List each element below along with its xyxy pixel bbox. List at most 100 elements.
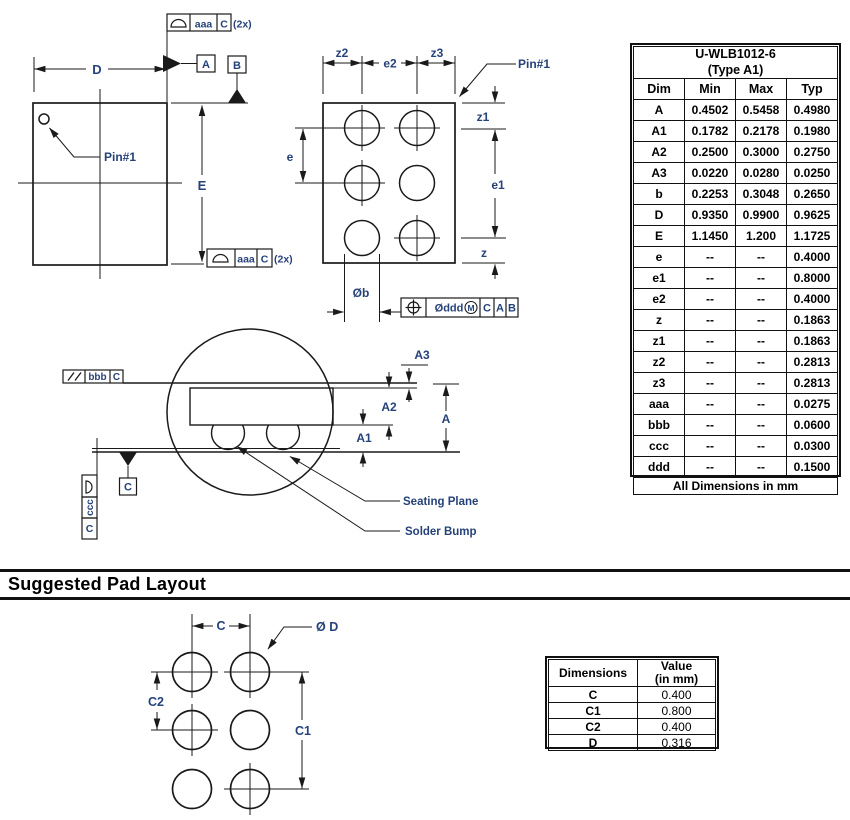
pin1-marker bbox=[38, 113, 50, 125]
ball-view: z2 e2 z3 Pin#1 z1 e1 z bbox=[287, 46, 550, 322]
fcf-pos-datum-3: B bbox=[508, 303, 516, 315]
datum-a-triangle bbox=[163, 55, 181, 72]
pin1-label: Pin#1 bbox=[518, 57, 550, 71]
pad-header-value-line1: Value bbox=[660, 659, 693, 673]
pad-layout-drawing: C Ø D C2 C1 bbox=[148, 614, 338, 815]
section-divider-top bbox=[0, 569, 850, 572]
table-title-line1: U-WLB1012-6 bbox=[695, 47, 776, 61]
table-row: z1----0.1863 bbox=[633, 330, 838, 353]
fcf-top-tol: aaa bbox=[195, 19, 213, 31]
fcf-par-tol: bbb bbox=[88, 372, 106, 383]
dim-a2-label: A2 bbox=[381, 400, 397, 414]
fcf-flatness-bottom: aaa C (2x) bbox=[206, 248, 293, 268]
dim-c: C bbox=[191, 614, 251, 648]
dim-z1-e1-z: z1 e1 z bbox=[461, 86, 506, 279]
dim-a1: A1 bbox=[356, 409, 372, 467]
dim-ball-diameter: Øb bbox=[327, 254, 401, 322]
pad-array bbox=[166, 646, 276, 815]
datum-c-label: C bbox=[124, 482, 132, 494]
fcf-top-datum: C bbox=[220, 19, 228, 31]
table-row: z3----0.2813 bbox=[633, 372, 838, 395]
dim-e-label: e bbox=[287, 150, 294, 164]
section-divider-bottom bbox=[0, 597, 850, 600]
table-row: z----0.1863 bbox=[633, 309, 838, 332]
fcf-ccc-tol: ccc bbox=[85, 499, 96, 516]
col-header-min: Min bbox=[684, 78, 736, 101]
dim-z2-e2-z3: z2 e2 z3 bbox=[322, 46, 456, 94]
side-view: bbb C ccc C C A3 bbox=[62, 328, 478, 540]
datum-a-flag: A bbox=[163, 54, 216, 73]
dim-e-label: E bbox=[198, 178, 207, 193]
table-title-line2: (Type A1) bbox=[707, 62, 764, 77]
dim-ob-label: Øb bbox=[353, 286, 370, 300]
fcf-pos-datum-1: C bbox=[483, 303, 491, 315]
col-header-max: Max bbox=[735, 78, 787, 101]
fcf-flatness-seating: ccc C bbox=[81, 438, 98, 540]
seating-plane-leader bbox=[289, 456, 400, 502]
surface-profile-icon bbox=[212, 253, 229, 263]
pin1-label: Pin#1 bbox=[104, 150, 136, 164]
dim-z1-label: z1 bbox=[477, 110, 490, 124]
fcf-pos-tol: Øddd bbox=[435, 303, 464, 315]
top-view: Pin#1 D aaa C (2x) A bbox=[18, 13, 293, 279]
dim-c1-label: C1 bbox=[295, 724, 311, 738]
pad-header-value-line2: (in mm) bbox=[654, 672, 699, 687]
dim-a-label: A bbox=[442, 412, 451, 426]
dim-e-pitch: e bbox=[287, 127, 342, 184]
table-title: U-WLB1012-6 (Type A1) bbox=[633, 45, 838, 80]
table-row: ddd----0.1500 bbox=[633, 456, 838, 479]
fcf-flatness-top: aaa C (2x) bbox=[166, 13, 252, 32]
table-row: ccc----0.0300 bbox=[633, 435, 838, 458]
table-row: e----0.4000 bbox=[633, 246, 838, 269]
dim-d-label: D bbox=[92, 62, 101, 77]
col-header-typ: Typ bbox=[786, 78, 838, 101]
seating-plane-label: Seating Plane bbox=[403, 496, 478, 508]
fcf-position: Øddd M C A B bbox=[400, 297, 519, 318]
dim-a1-label: A1 bbox=[356, 431, 372, 445]
pad-layout-heading: Suggested Pad Layout bbox=[8, 574, 207, 594]
datum-a-label: A bbox=[202, 59, 210, 71]
col-header-dim: Dim bbox=[633, 78, 685, 101]
table-row: e1----0.8000 bbox=[633, 267, 838, 290]
solder-ball-array bbox=[339, 105, 440, 261]
pin1-leader bbox=[459, 63, 516, 97]
fcf-pos-datum-2: A bbox=[496, 303, 504, 315]
fcf-ccc-datum: C bbox=[86, 523, 94, 535]
datum-c-triangle bbox=[119, 452, 137, 466]
pad-col-header-dimensions: Dimensions bbox=[548, 658, 638, 688]
surface-profile-icon bbox=[85, 480, 93, 494]
pad-diameter-leader bbox=[267, 626, 312, 650]
detail-bubble bbox=[166, 328, 334, 496]
pin1-leader bbox=[49, 127, 100, 158]
dim-a3-label: A3 bbox=[414, 348, 430, 362]
position-symbol-icon bbox=[405, 299, 422, 316]
surface-profile-icon bbox=[170, 18, 187, 28]
dim-e1-label: e1 bbox=[491, 178, 505, 192]
datum-b-flag: B bbox=[227, 55, 247, 103]
dim-e-overall: E bbox=[171, 102, 248, 265]
dim-c2-label: C2 bbox=[148, 695, 164, 709]
table-row: e2----0.4000 bbox=[633, 288, 838, 311]
mmc-modifier-icon bbox=[464, 300, 478, 315]
fcf-bottom-datum: C bbox=[261, 254, 269, 266]
dim-z-label: z bbox=[481, 246, 487, 260]
dim-a2: A2 bbox=[381, 372, 397, 440]
pad-col-header-value: Value (in mm) bbox=[637, 658, 716, 688]
fcf-parallelism: bbb C bbox=[62, 369, 124, 384]
dim-z3-label: z3 bbox=[431, 46, 444, 60]
fcf-top-suffix: (2x) bbox=[233, 19, 252, 31]
dim-z2-label: z2 bbox=[336, 46, 349, 60]
dim-od-label: Ø D bbox=[316, 620, 338, 634]
